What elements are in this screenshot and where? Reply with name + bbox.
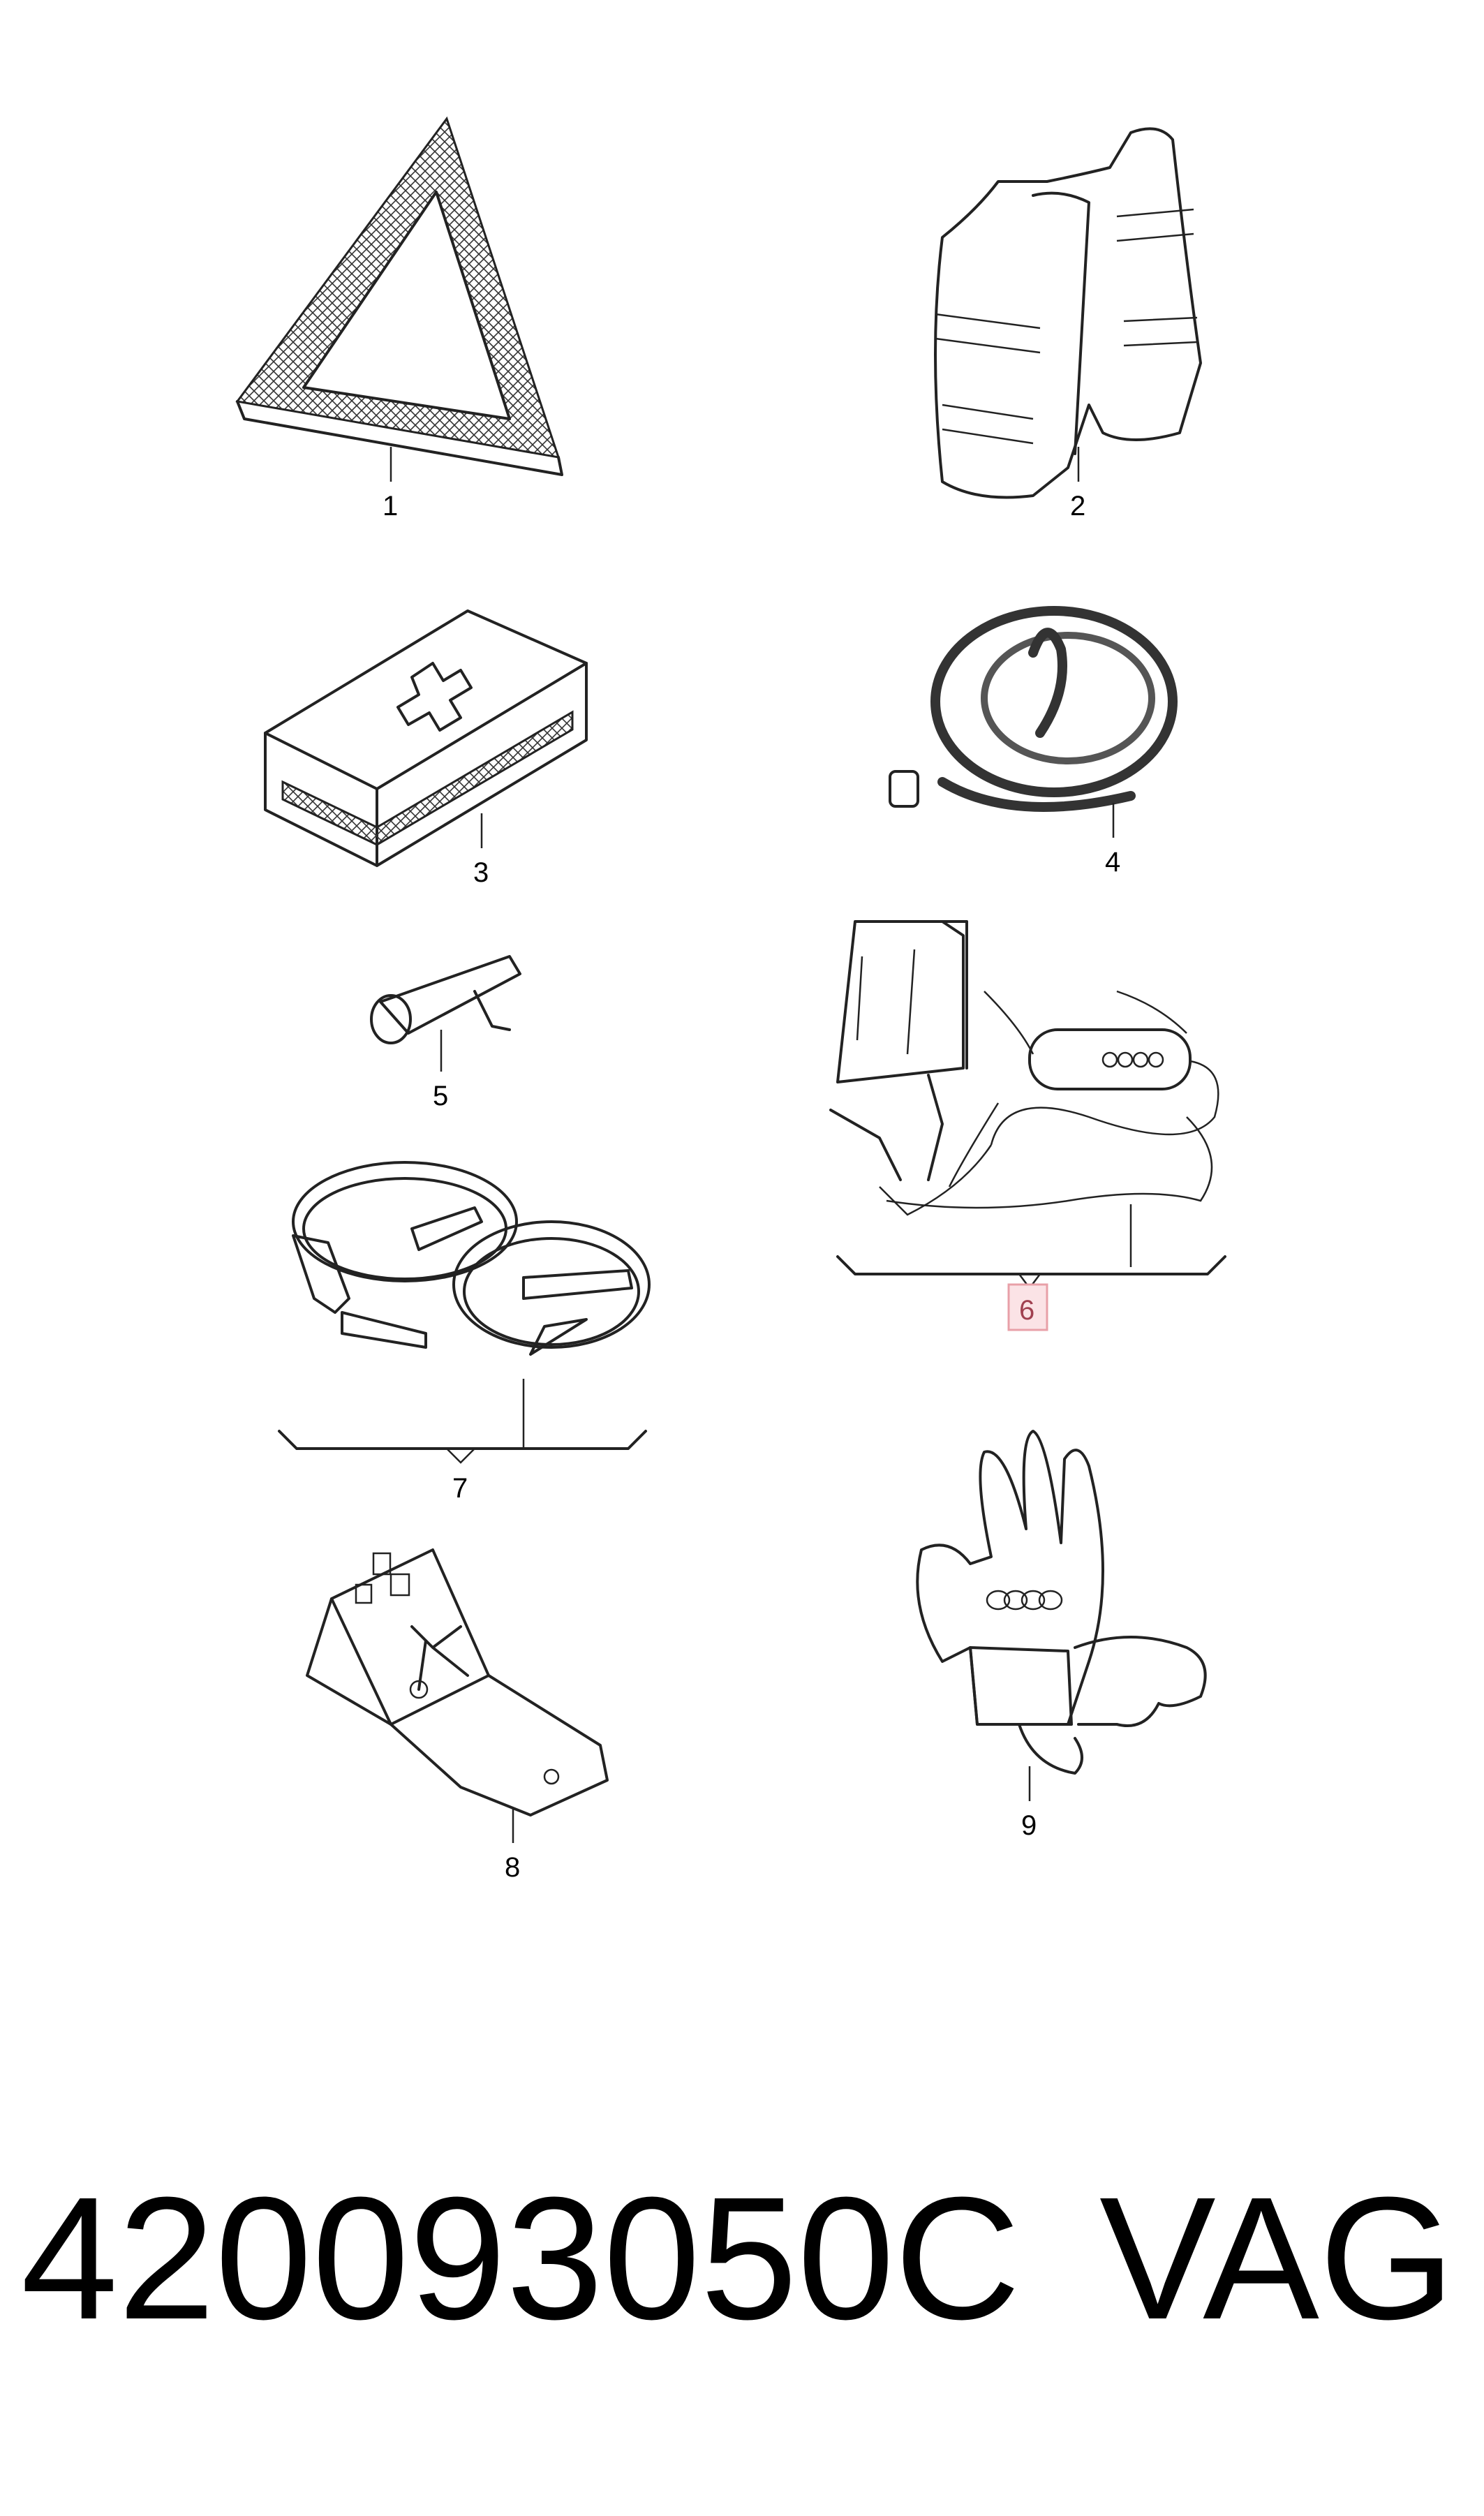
item-number-9: 9 — [1021, 1810, 1037, 1841]
item-number-5: 5 — [433, 1081, 448, 1111]
first-aid-kit-icon — [264, 609, 588, 867]
item-number-2: 2 — [1070, 491, 1085, 521]
jumper-cables-icon — [278, 1161, 651, 1464]
brand-name: VAG — [1099, 2161, 1455, 2355]
item-number-6[interactable]: 6 — [1019, 1295, 1034, 1326]
emergency-hammer-icon — [370, 955, 521, 1072]
item-number-3: 3 — [473, 857, 489, 888]
wheel-chock-icon — [306, 1548, 609, 1843]
safety-vest-icon — [934, 127, 1202, 499]
part-number: 420093050C — [21, 2161, 1021, 2355]
item-number-6-highlight — [1007, 1283, 1048, 1331]
warning-triangle-icon — [235, 116, 563, 482]
item-number-1: 1 — [383, 491, 398, 521]
tow-rope-icon — [889, 606, 1178, 838]
item-number-8: 8 — [505, 1852, 520, 1883]
work-gloves-icon — [916, 1430, 1207, 1801]
item-number-7: 7 — [452, 1473, 468, 1504]
battery-charger-icon — [829, 920, 1226, 1331]
item-number-4: 4 — [1105, 847, 1120, 878]
